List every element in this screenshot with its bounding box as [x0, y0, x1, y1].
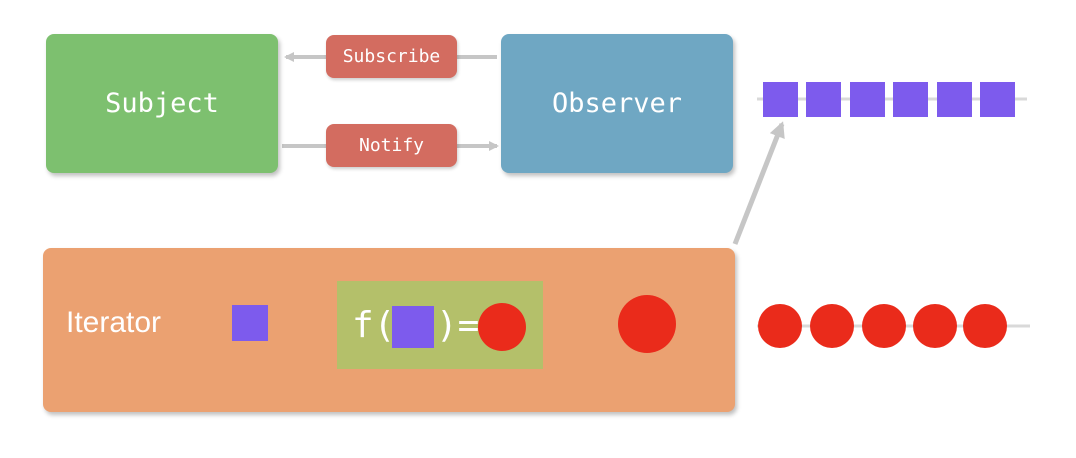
- notify-label: Notify: [358, 135, 425, 156]
- stream-square: [893, 82, 928, 117]
- function-arg-square: [392, 306, 434, 348]
- subscribe-badge: Subscribe: [326, 35, 457, 78]
- stream-circle: [758, 304, 802, 348]
- input-square: [232, 305, 268, 341]
- subject-label: Subject: [105, 88, 219, 119]
- iterator-to-stream-arrow: [732, 121, 785, 245]
- iterator-label: Iterator: [66, 306, 162, 339]
- notify-badge: Notify: [326, 124, 457, 167]
- function-prefix: f(: [352, 305, 396, 346]
- stream-circle: [963, 304, 1007, 348]
- stream-square: [806, 82, 841, 117]
- observer-box: Observer: [501, 34, 733, 173]
- output-circle: [618, 295, 676, 353]
- observer-label: Observer: [551, 88, 683, 119]
- stream-circle: [810, 304, 854, 348]
- stream-square: [980, 82, 1015, 117]
- stream-square: [937, 82, 972, 117]
- stream-circle: [862, 304, 906, 348]
- function-equals: )=: [436, 305, 480, 346]
- subscribe-label: Subscribe: [342, 46, 441, 67]
- stream-square: [850, 82, 885, 117]
- subject-box: Subject: [46, 34, 278, 173]
- stream-circle: [913, 304, 957, 348]
- function-result-circle: [478, 303, 526, 351]
- stream-square: [763, 82, 798, 117]
